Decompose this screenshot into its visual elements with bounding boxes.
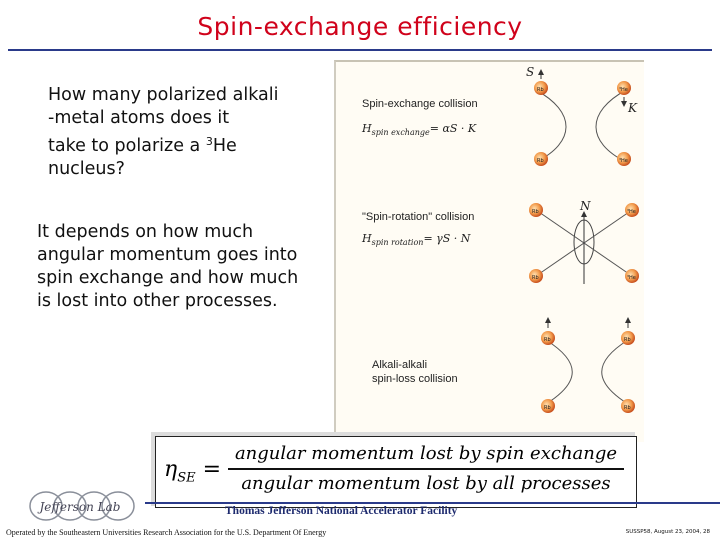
- spin-rotation-rhs: = γS · N: [423, 232, 470, 245]
- vector-n-label: N: [579, 199, 591, 213]
- equals-sign: =: [202, 457, 222, 482]
- svg-text:Rb: Rb: [532, 275, 539, 281]
- formula-denominator: angular momentum lost by all processes: [241, 472, 611, 494]
- svg-text:Rb: Rb: [544, 337, 551, 343]
- collision-diagram: S Spin-exchange collision Hspin exchange…: [334, 60, 644, 442]
- spin-exchange-h: H: [361, 122, 372, 135]
- footer-org: Thomas Jefferson National Accelerator Fa…: [225, 505, 458, 517]
- svg-text:³He: ³He: [619, 87, 628, 93]
- collision-diagram-svg: S Spin-exchange collision Hspin exchange…: [361, 65, 639, 413]
- atom-rb-6: Rb: [621, 331, 635, 345]
- atom-rb-7: Rb: [541, 399, 555, 413]
- svg-text:³He: ³He: [627, 275, 636, 281]
- answer-line-3: spin exchange and how much: [37, 268, 299, 288]
- footer-divider: [145, 502, 720, 504]
- spin-rotation-h: H: [361, 232, 372, 245]
- answer-line-2: angular momentum goes into: [37, 245, 298, 265]
- svg-text:Rb: Rb: [537, 87, 544, 93]
- vector-s-label: S: [526, 65, 534, 79]
- atom-rb-8: Rb: [621, 399, 635, 413]
- question-line-1: How many polarized alkali: [48, 85, 279, 105]
- svg-text:Rb: Rb: [532, 209, 539, 215]
- question-line-2: -metal atoms does it: [48, 108, 230, 128]
- atom-he-1: ³He: [617, 81, 631, 95]
- atom-rb-3: Rb: [529, 203, 543, 217]
- spin-rotation-sub: spin rotation: [372, 238, 424, 247]
- svg-text:Rb: Rb: [624, 337, 631, 343]
- atom-he-2: ³He: [617, 152, 631, 166]
- formula-numerator: angular momentum lost by spin exchange: [234, 443, 618, 464]
- question-he: He: [212, 136, 237, 156]
- svg-text:³He: ³He: [619, 158, 628, 164]
- svg-text:Rb: Rb: [624, 405, 631, 411]
- answer-line-1: It depends on how much: [37, 222, 254, 242]
- eta-char: η: [164, 457, 178, 482]
- question-text: How many polarized alkali -metal atoms d…: [48, 84, 308, 181]
- atom-rb-2: Rb: [534, 152, 548, 166]
- logo-text: Jefferson Lab: [39, 500, 121, 514]
- atom-rb-1: Rb: [534, 81, 548, 95]
- footer-slide-info: SUSSP58, August 23, 2004, 28: [625, 529, 710, 535]
- slide-title: Spin-exchange efficiency: [197, 12, 523, 41]
- efficiency-formula: ηSE = angular momentum lost by spin exch…: [155, 436, 637, 508]
- spin-rotation-label: "Spin-rotation" collision: [362, 211, 474, 223]
- spin-rotation-formula: Hspin rotation= γS · N: [361, 232, 471, 247]
- spin-exchange-rhs: = αS · K: [430, 122, 477, 135]
- answer-line-4: is lost into other processes.: [37, 291, 278, 311]
- question-line-3: take to polarize a: [48, 136, 206, 156]
- alkali-label-2: spin-loss collision: [372, 373, 458, 385]
- vector-k-label: K: [627, 101, 638, 115]
- eta-symbol: ηSE =: [164, 457, 221, 485]
- atom-rb-4: Rb: [529, 269, 543, 283]
- title-divider: [8, 49, 712, 51]
- atom-rb-5: Rb: [541, 331, 555, 345]
- question-sup: 3: [205, 135, 213, 148]
- spin-exchange-label: Spin-exchange collision: [362, 98, 478, 110]
- spin-exchange-sub: spin exchange: [372, 128, 430, 137]
- answer-text: It depends on how much angular momentum …: [37, 221, 312, 313]
- question-line-4: nucleus?: [48, 159, 125, 179]
- atom-he-3: ³He: [625, 203, 639, 217]
- fraction-bar: [228, 468, 624, 470]
- alkali-label-1: Alkali-alkali: [372, 359, 427, 371]
- jefferson-lab-logo: [29, 491, 135, 521]
- footer-operated: Operated by the Southeastern Universitie…: [6, 528, 327, 537]
- spin-exchange-formula: Hspin exchange= αS · K: [361, 122, 477, 137]
- svg-text:Rb: Rb: [537, 158, 544, 164]
- svg-text:³He: ³He: [627, 209, 636, 215]
- atom-he-4: ³He: [625, 269, 639, 283]
- formula-fraction: angular momentum lost by spin exchange a…: [226, 443, 626, 494]
- eta-sub: SE: [177, 470, 196, 486]
- svg-text:Rb: Rb: [544, 405, 551, 411]
